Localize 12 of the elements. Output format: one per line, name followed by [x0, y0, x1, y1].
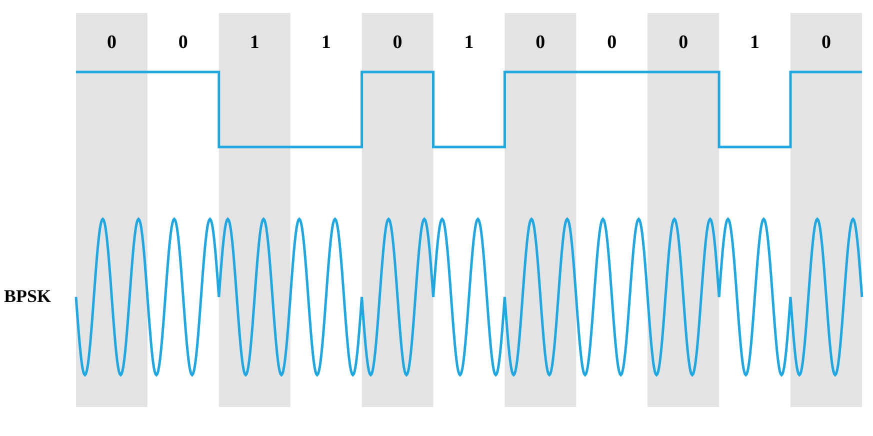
bit-value: 0	[534, 33, 546, 52]
bit-value: 1	[320, 33, 332, 52]
bit-value: 0	[606, 33, 618, 52]
bit-value: 0	[106, 33, 118, 52]
bit-value: 0	[177, 33, 189, 52]
bit-value: 0	[392, 33, 404, 52]
bit-value: 1	[463, 33, 475, 52]
signal-name: BPSK	[4, 287, 52, 305]
bit-value: 1	[749, 33, 761, 52]
bit-value: 1	[248, 33, 260, 52]
bit-value: 0	[678, 33, 690, 52]
bit-value: 0	[820, 33, 832, 52]
